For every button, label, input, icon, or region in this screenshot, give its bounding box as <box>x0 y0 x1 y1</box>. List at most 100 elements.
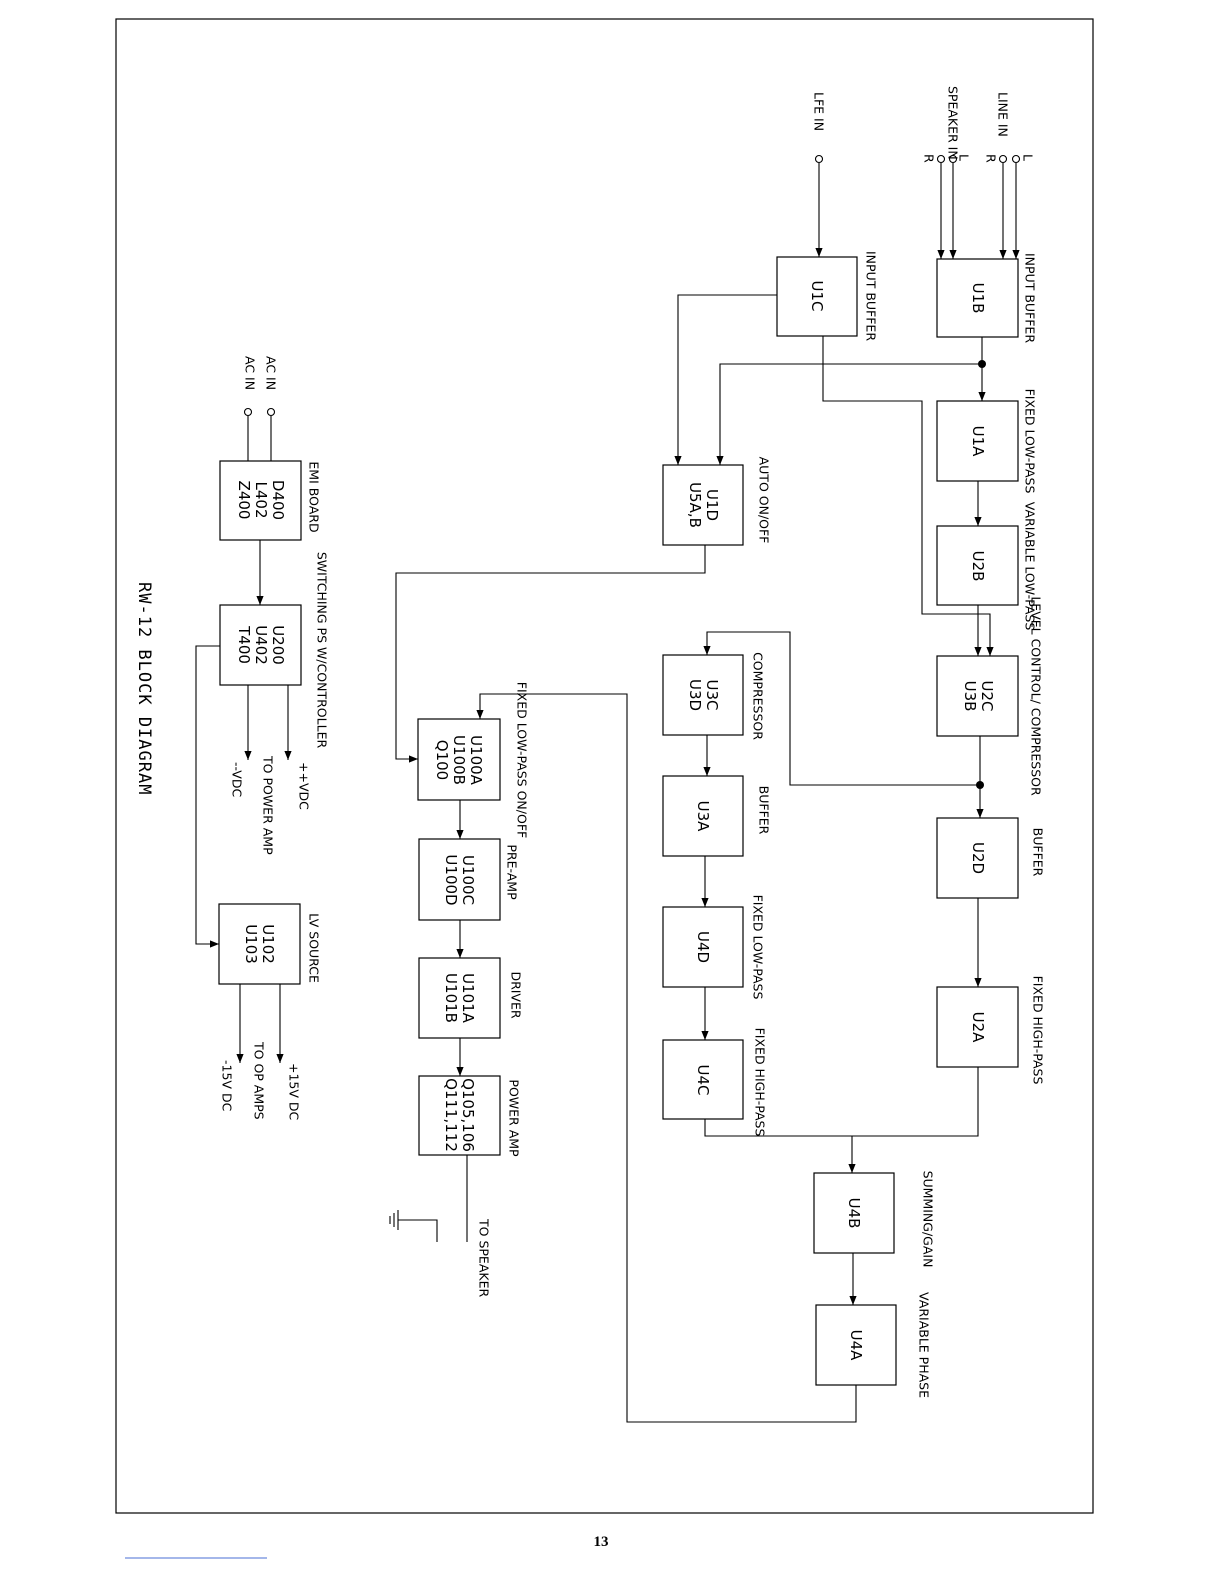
part-label: U100B <box>450 735 468 785</box>
part-label: U100A <box>467 735 485 786</box>
to-speaker-label: TO SPEAKER <box>477 1218 492 1297</box>
part-label: U2C <box>978 681 996 712</box>
part-label: Q111,112 <box>442 1078 460 1152</box>
line-left-label: L <box>1021 154 1036 161</box>
part-label: U4B <box>845 1198 863 1229</box>
block-caption: FIXED HIGH-PASS <box>1031 976 1046 1085</box>
block-caption: SUMMING/GAIN <box>921 1171 936 1268</box>
block-q105: Q105,106 Q111,112 POWER AMP <box>418 1075 522 1157</box>
speaker-right-label: R <box>922 154 937 163</box>
block-caption: AUTO ON/OFF <box>757 457 772 544</box>
part-label: U100C <box>459 855 477 905</box>
to-op-amps-label: TO OP AMPS <box>252 1041 267 1120</box>
part-label: U101A <box>459 973 477 1024</box>
block-u1a: U1A FIXED LOW-PASS <box>936 389 1038 494</box>
part-label: D400 <box>269 480 287 520</box>
block-caption: FIXED LOW-PASS <box>1023 389 1038 494</box>
part-label: U2B <box>969 551 987 582</box>
block-u4d: U4D FIXED LOW-PASS <box>662 895 766 1000</box>
line-in-label: LINE IN <box>996 92 1011 137</box>
io-labels: SPEAKER IN LINE IN LFE IN L R L R AC IN … <box>220 86 1036 1297</box>
block-caption: BUFFER <box>757 786 772 835</box>
block-u3a: U3A BUFFER <box>662 775 772 857</box>
junction-dots <box>976 360 986 789</box>
part-label: U3B <box>961 681 979 712</box>
block-caption: FIXED LOW-PASS ON/OFF <box>515 682 530 838</box>
part-label: U3C <box>703 680 721 711</box>
block-caption: POWER AMP <box>507 1079 522 1157</box>
block-lv-source: U102 U103 LV SOURCE <box>218 903 322 985</box>
part-label: U102 <box>259 924 277 964</box>
signal-wires <box>195 163 1020 1423</box>
lfe-in-label: LFE IN <box>812 92 827 131</box>
speaker-left-label: L <box>957 154 972 161</box>
part-label: U103 <box>242 924 260 964</box>
block-u1d: U1D U5A,B AUTO ON/OFF <box>662 457 772 546</box>
block-u3c: U3C U3D COMPRESSOR <box>662 652 766 740</box>
part-label: Q105,106 <box>459 1078 477 1152</box>
part-label: U1C <box>808 281 826 312</box>
part-label: U1B <box>969 283 987 314</box>
block-u2a: U2A FIXED HIGH-PASS <box>936 976 1046 1085</box>
block-u1c: U1C INPUT BUFFER <box>776 251 879 341</box>
part-label: T400 <box>235 625 253 664</box>
block-switching-ps: U200 U402 T400 SWITCHING PS W/CONTROLLER <box>219 552 330 749</box>
block-u4b: U4B SUMMING/GAIN <box>813 1171 936 1268</box>
block-u100c: U100C U100D PRE-AMP <box>418 838 520 921</box>
block-caption: INPUT BUFFER <box>1023 253 1038 343</box>
block-caption: LEVEL CONTROL/ COMPRESSOR <box>1029 596 1044 796</box>
block-caption: INPUT BUFFER <box>864 251 879 341</box>
ac-in-label: AC IN <box>243 356 258 390</box>
part-label: U1D <box>703 489 721 521</box>
part-label: U5A,B <box>686 482 704 528</box>
part-label: U2D <box>969 842 987 874</box>
part-label: U4A <box>847 1330 865 1362</box>
part-label: U100D <box>442 854 460 905</box>
neg-vdc-label: --VDC <box>230 762 245 797</box>
part-label: L402 <box>252 482 270 519</box>
block-caption: VARIABLE LOW-PASS <box>1023 502 1038 631</box>
block-u101: U101A U101B DRIVER <box>418 957 524 1039</box>
block-u2c: U2C U3B LEVEL CONTROL/ COMPRESSOR <box>936 596 1044 796</box>
block-caption: FIXED LOW-PASS <box>751 895 766 1000</box>
part-label: U4D <box>694 931 712 963</box>
part-label: Z400 <box>235 481 253 520</box>
to-power-amp-label: TO POWER AMP <box>261 755 276 855</box>
part-label: U200 <box>269 625 287 665</box>
page-frame <box>115 18 1094 1514</box>
pos-15v-label: +15V DC <box>287 1063 302 1121</box>
part-label: U402 <box>252 625 270 665</box>
part-label: U4C <box>694 1065 712 1096</box>
block-u1b: U1B INPUT BUFFER <box>936 253 1038 343</box>
block-caption: DRIVER <box>509 971 524 1018</box>
input-terminals <box>243 154 1021 417</box>
block-u2d: U2D BUFFER <box>936 817 1046 899</box>
part-label: U101B <box>442 973 460 1023</box>
speaker-in-label: SPEAKER IN <box>946 86 961 160</box>
block-caption: COMPRESSOR <box>751 652 766 740</box>
block-caption: FIXED HIGH-PASS <box>753 1028 768 1137</box>
block-caption: VARIABLE PHASE <box>917 1292 932 1398</box>
block-caption: EMI BOARD <box>307 461 322 532</box>
pos-vdc-label: ++VDC <box>297 762 312 810</box>
block-u100a: U100A U100B Q100 FIXED LOW-PASS ON/OFF <box>417 682 530 838</box>
ac-in-label: AC IN <box>264 356 279 390</box>
block-caption: LV SOURCE <box>307 913 322 983</box>
block-u4c: U4C FIXED HIGH-PASS <box>662 1028 768 1137</box>
block-u4a: U4A VARIABLE PHASE <box>815 1292 932 1398</box>
block-emi: D400 L402 Z400 EMI BOARD <box>219 460 322 541</box>
diagram-title: RW-12 BLOCK DIAGRAM <box>134 582 154 795</box>
line-right-label: R <box>984 154 999 163</box>
block-caption: SWITCHING PS W/CONTROLLER <box>315 552 330 749</box>
part-label: U3A <box>694 801 712 833</box>
block-caption: BUFFER <box>1031 828 1046 877</box>
block-u2b: U2B VARIABLE LOW-PASS <box>936 502 1038 631</box>
part-label: U1A <box>969 426 987 458</box>
part-label: Q100 <box>433 740 451 780</box>
part-label: U2A <box>969 1012 987 1044</box>
part-label: U3D <box>686 679 704 711</box>
neg-15v-label: -15V DC <box>220 1060 235 1112</box>
page-number: 13 <box>594 1534 609 1550</box>
block-caption: PRE-AMP <box>505 844 520 900</box>
